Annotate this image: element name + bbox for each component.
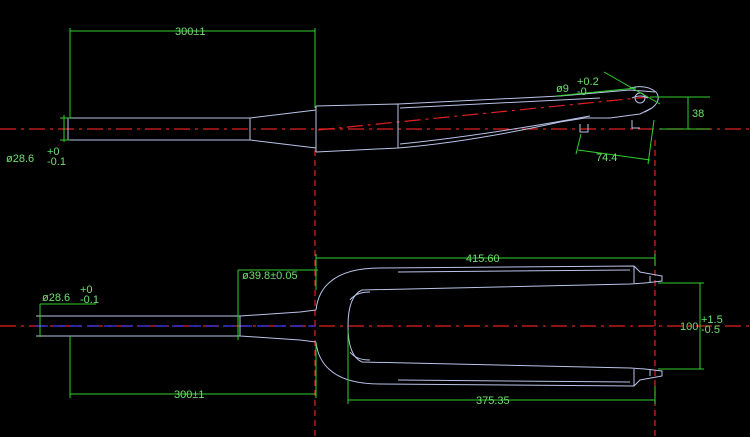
top-dropout-upper [633, 266, 651, 283]
dim-top-steerer-length: 300±1 [174, 389, 205, 401]
top-dropout-lower [633, 369, 651, 386]
dim-top-steerer-tol-upper: +0 [80, 284, 93, 296]
dim-brake-ext-left [575, 133, 582, 155]
dim-side-steerer-tol-lower: -0.1 [47, 156, 66, 168]
dim-dropout-hole-diameter: ø9 [556, 83, 569, 95]
side-view-fork-axis [317, 96, 649, 131]
top-fork-outer [315, 265, 663, 387]
top-view-fork [36, 265, 663, 387]
dim-brake-ext-right [647, 119, 655, 165]
dim-hub-tol-upper: +1.5 [701, 314, 723, 326]
side-crown [315, 103, 399, 153]
side-view-fork [67, 86, 659, 153]
side-view-dimensions: 300±1 ø28.6 +0 -0.1 ø9 +0.2 -0 38 74.4 [6, 26, 710, 168]
dim-hub-spacing: 100 [680, 321, 698, 333]
dim-axle-to-crown: 375.35 [476, 395, 510, 407]
dim-top-steerer-tol-lower: -0.1 [80, 294, 99, 306]
centerlines [0, 96, 750, 437]
side-fork-leg [397, 89, 656, 149]
dim-dropout-hole-leader2 [555, 87, 637, 97]
dim-side-steerer-length: 300±1 [175, 26, 206, 38]
dim-overall-length: 415.60 [466, 253, 500, 265]
side-steerer-tube [67, 109, 317, 149]
dim-dropout-hole-tol-lower: -0 [577, 86, 587, 98]
side-dropout [629, 86, 659, 113]
dim-dropout-hole-tol-upper: +0.2 [577, 76, 599, 88]
top-view-dimensions: ø39.8±0.05 ø28.6 +0 -0.1 415.60 100 +1.5… [39, 253, 723, 407]
top-leg-lines [349, 269, 631, 383]
dim-brake-line [577, 149, 651, 161]
top-steerer-tube [36, 309, 317, 343]
dim-side-steerer-tol-upper: +0 [47, 146, 60, 158]
side-brake-mount [579, 120, 640, 133]
side-fork-leg-inner [399, 97, 601, 145]
dim-side-steerer-diameter: ø28.6 [6, 153, 34, 165]
dim-top-steerer-diameter: ø28.6 [42, 292, 70, 304]
top-fork-inner [347, 282, 646, 370]
dim-side-offset: 38 [692, 108, 704, 120]
dim-crown-race-diameter: ø39.8±0.05 [242, 270, 298, 282]
dim-hub-tol-lower: -0.5 [701, 324, 720, 336]
dim-brake-mount-distance: 74.4 [596, 152, 617, 164]
